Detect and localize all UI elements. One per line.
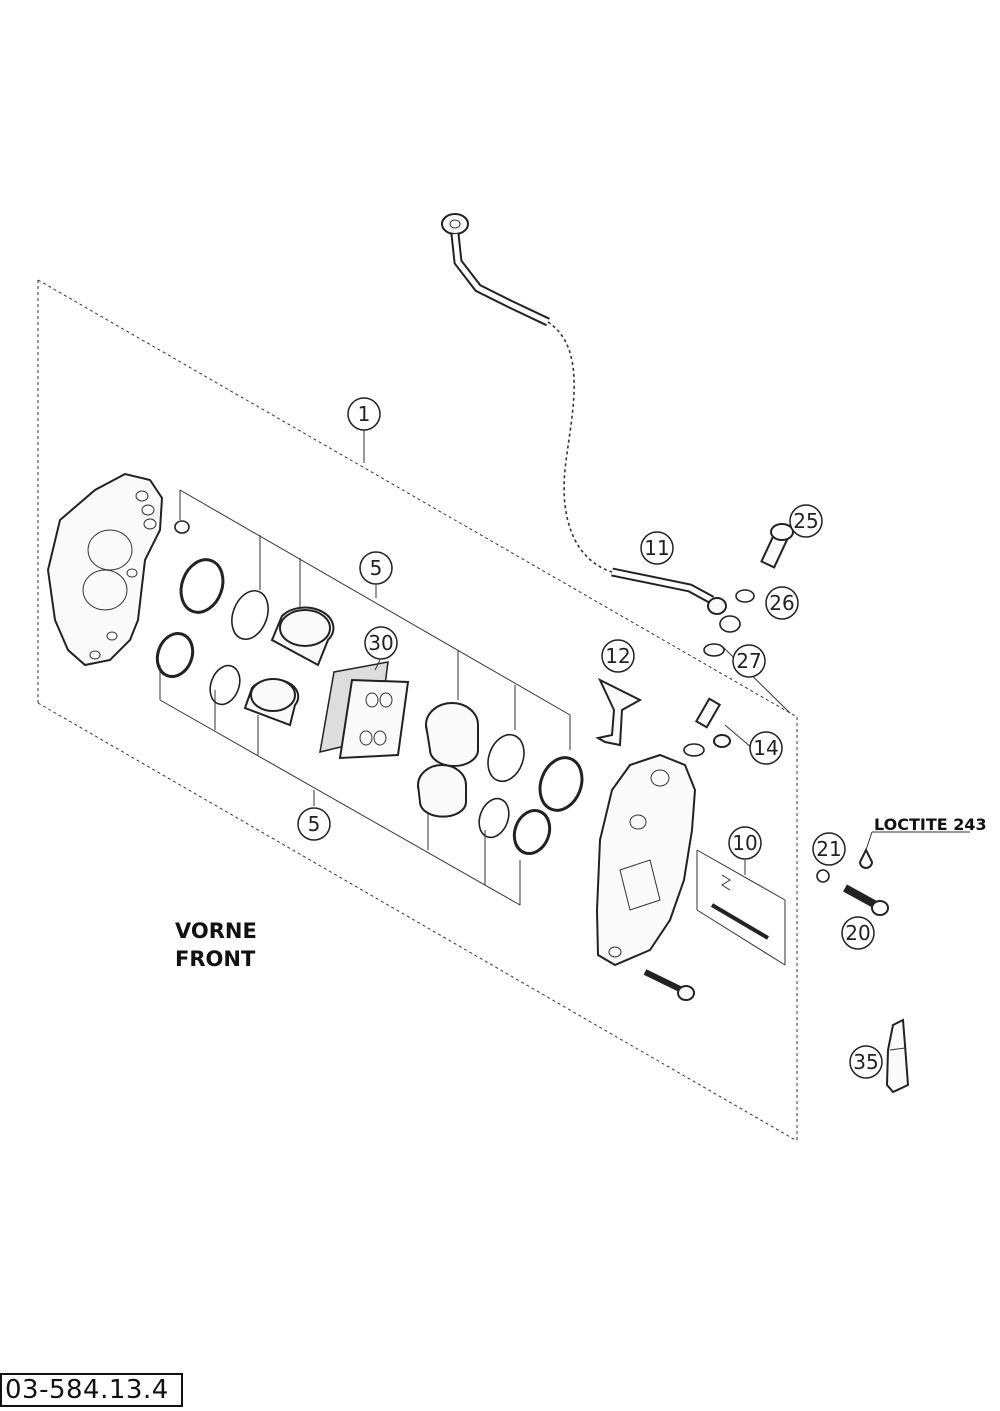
dust-seal-3 xyxy=(155,632,195,678)
piston-upper-left xyxy=(270,606,335,667)
callout-27: 27 xyxy=(732,644,766,678)
callout-10-label: 10 xyxy=(732,831,757,855)
copper-washer-lower xyxy=(703,643,725,657)
pad-spring xyxy=(595,677,643,747)
dust-seal-2 xyxy=(538,756,584,812)
caliper-half-right xyxy=(595,753,697,967)
o-ring-4 xyxy=(478,797,510,839)
callout-20-label: 20 xyxy=(845,921,870,945)
dust-seal-1 xyxy=(179,558,225,614)
callout-12-label: 12 xyxy=(605,644,630,668)
brake-line xyxy=(441,213,727,615)
callout-26-label: 26 xyxy=(769,591,794,615)
callout-27-label: 27 xyxy=(736,649,761,673)
loctite-bottle xyxy=(885,1018,910,1094)
callout-30-label: 30 xyxy=(368,631,393,655)
callout-35-label: 35 xyxy=(853,1050,878,1074)
callout-14: 14 xyxy=(749,731,783,765)
callout-25-label: 25 xyxy=(793,509,818,533)
assembly-1-outline xyxy=(37,279,798,1142)
callout-30: 30 xyxy=(364,626,398,660)
caliper-half-left xyxy=(46,472,164,667)
callout-11-label: 11 xyxy=(644,536,669,560)
dust-seal-4 xyxy=(512,809,552,855)
o-ring-3 xyxy=(209,664,241,706)
copper-washer-middle xyxy=(719,615,741,633)
seal-kit-upper-group xyxy=(179,489,571,750)
callout-21-label: 21 xyxy=(816,837,841,861)
washer-21 xyxy=(816,869,830,883)
leader-14 xyxy=(724,724,753,749)
vorne-label: VORNE xyxy=(175,919,257,943)
callout-11: 11 xyxy=(640,531,674,565)
caliper-bolt-lower xyxy=(643,969,695,1001)
o-ring-2 xyxy=(487,733,525,783)
small-o-ring xyxy=(174,520,190,534)
piston-lower-left xyxy=(243,678,300,727)
callout-12: 12 xyxy=(601,639,635,673)
callout-35: 35 xyxy=(849,1045,883,1079)
banjo-bolt xyxy=(760,523,794,569)
drawing-code: 03-584.13.4 xyxy=(0,1373,183,1407)
callout-5-top-label: 5 xyxy=(370,556,383,580)
front-label: FRONT xyxy=(175,947,256,971)
loctite-label: LOCTITE 243 xyxy=(874,815,987,834)
bleeder-valve xyxy=(683,697,731,757)
callout-5-bottom: 5 xyxy=(297,807,331,841)
callout-10: 10 xyxy=(728,826,762,860)
leader-30 xyxy=(374,659,381,671)
callout-14-label: 14 xyxy=(753,736,778,760)
callout-1-label: 1 xyxy=(358,402,371,426)
brake-pads xyxy=(319,661,410,760)
copper-washer-upper xyxy=(735,589,755,603)
callout-21: 21 xyxy=(812,832,846,866)
callout-25: 25 xyxy=(789,504,823,538)
o-ring-1 xyxy=(231,589,269,641)
callout-26: 26 xyxy=(765,586,799,620)
pad-pin-kit xyxy=(696,849,786,966)
callout-1: 1 xyxy=(347,397,381,431)
callout-5-top: 5 xyxy=(359,551,393,585)
loctite-drop xyxy=(858,847,874,869)
piston-lower-right xyxy=(417,764,467,818)
bolt-20 xyxy=(843,884,889,916)
piston-upper-right xyxy=(425,702,479,767)
callout-5-bottom-label: 5 xyxy=(308,812,321,836)
callout-20: 20 xyxy=(841,916,875,950)
